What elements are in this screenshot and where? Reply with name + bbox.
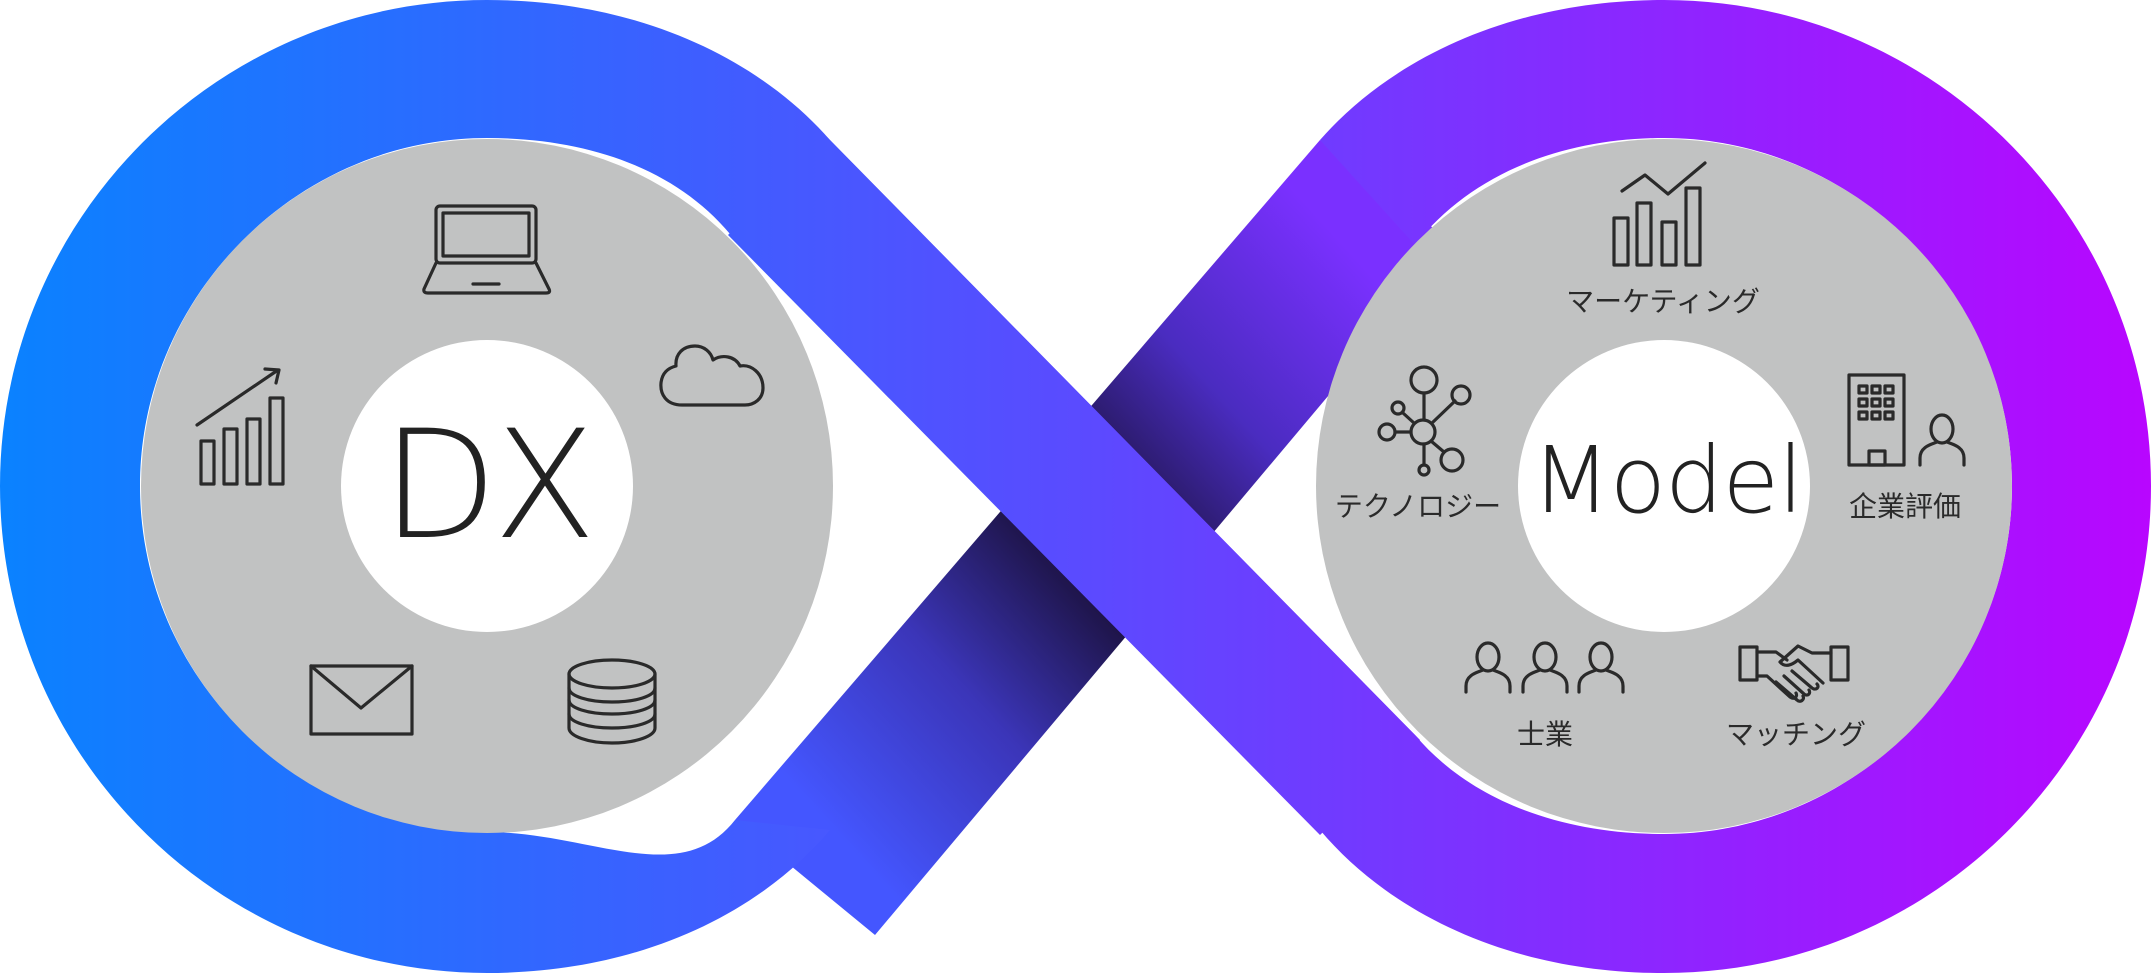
handshake-icon [1738,644,1850,703]
overpass-band [728,136,1420,835]
dx-disk: DX [141,139,833,833]
database-icon [567,658,657,745]
cloud-icon [659,344,765,407]
growth-chart-icon [195,367,285,486]
dx-hub-label: DX [382,399,592,573]
company-evaluation-icon [1847,373,1966,467]
model-hub-label: Model [1531,427,1802,534]
company-evaluation-label: 企業評価 [1849,490,1961,523]
professionals-icon [1464,641,1625,694]
mail-icon [309,664,414,736]
model-disk: Model [1316,139,2012,833]
matching-label: マッチング [1726,718,1866,751]
network-icon [1377,365,1472,477]
marketing-chart-icon [1612,161,1707,267]
left-loop [0,0,830,973]
marketing-label: マーケティング [1566,285,1760,318]
right-loop [1320,0,2151,973]
model-hub [1518,340,1810,632]
dx-hub [341,340,633,632]
professionals-label: 士業 [1517,718,1573,751]
technology-label: テクノロジー [1335,490,1501,523]
laptop-icon [422,204,552,295]
